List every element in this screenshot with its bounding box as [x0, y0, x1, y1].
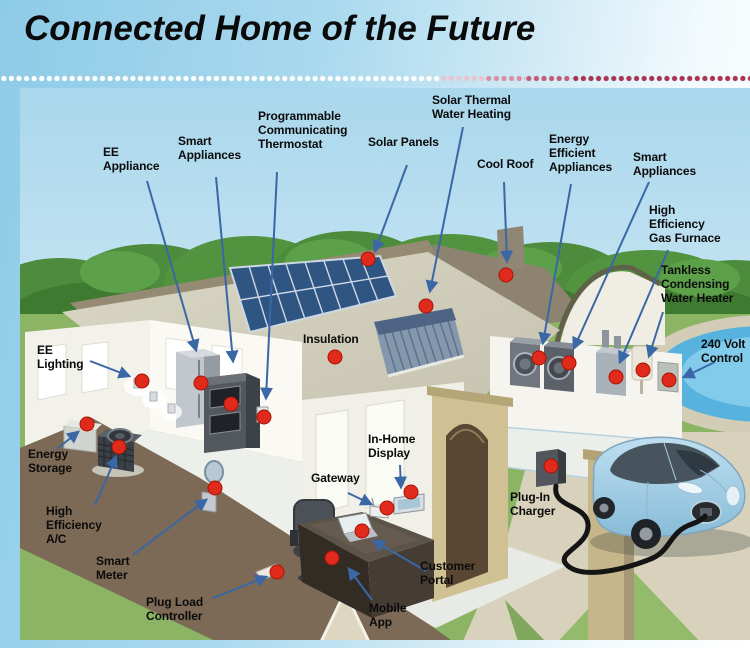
marker-dot-volt-control — [661, 372, 677, 388]
electric-car — [592, 436, 746, 549]
marker-dot-water-heater — [635, 362, 651, 378]
label-plug-load-controller: Plug Load Controller — [146, 595, 204, 623]
label-gateway: Gateway — [311, 471, 360, 485]
marker-dot-cool-roof — [498, 267, 514, 283]
label-in-home-display: In-Home Display — [368, 432, 416, 460]
bottom-strip — [20, 640, 750, 648]
divider-segment — [0, 75, 440, 82]
leader-ee-lighting — [89, 360, 132, 379]
marker-dot-fridge — [193, 375, 209, 391]
window — [315, 409, 349, 516]
marker-dot-plug-in-charger — [543, 458, 559, 474]
window — [37, 343, 67, 401]
label-mobile-app: Mobile App — [369, 601, 407, 629]
front-walkway — [320, 588, 370, 640]
leader-energy-storage — [56, 430, 81, 450]
leader-smart-appliances-left — [215, 176, 239, 364]
label-ee-lighting: EE Lighting — [37, 343, 84, 371]
label-ee-appliance: EE Appliance — [103, 145, 160, 173]
leader-plug-load — [212, 574, 269, 599]
label-solar-panels: Solar Panels — [368, 135, 439, 149]
label-smart-appliances-left: Smart Appliances — [178, 134, 242, 162]
marker-dot-ac — [111, 439, 127, 455]
marker-dot-ee-lighting — [134, 373, 150, 389]
label-energy-storage: Energy Storage — [28, 447, 72, 475]
headlight — [725, 485, 741, 507]
label-gas-furnace: High Efficiency Gas Furnace — [649, 203, 721, 245]
marker-dot-solar-thermal — [418, 298, 434, 314]
marker-dot-energy-storage — [79, 416, 95, 432]
marker-dots — [79, 251, 677, 580]
marker-dot-smart-meter — [207, 480, 223, 496]
marker-dot-insulation — [327, 349, 343, 365]
label-volt-control: 240 Volt Control — [701, 337, 746, 365]
label-cool-roof: Cool Roof — [477, 157, 534, 171]
leader-cool-roof — [500, 181, 514, 264]
lawn-corner — [505, 600, 545, 640]
portico — [427, 386, 513, 602]
label-customer-portal: Customer Portal — [420, 559, 476, 587]
divider-segment — [572, 75, 750, 82]
label-tankless: Tankless Condensing Water Heater — [661, 263, 734, 305]
leader-gateway — [347, 492, 374, 506]
marker-dot-thermostat — [256, 409, 272, 425]
leader-solar-thermal — [425, 126, 464, 294]
garage-eave — [553, 264, 662, 349]
leader-high-efficiency-ac — [94, 454, 118, 506]
leader-customer-portal — [371, 539, 427, 572]
window — [81, 341, 109, 394]
marker-dot-customer-portal — [354, 523, 370, 539]
leader-gas-furnace — [618, 249, 669, 365]
marker-dot-in-home-display — [403, 484, 419, 500]
leader-lines — [56, 126, 716, 601]
leader-energy-efficient-appliances — [538, 183, 572, 346]
marker-dot-gateway — [379, 500, 395, 516]
label-smart-appliances-right: Smart Appliances — [633, 150, 697, 178]
divider-segment — [525, 75, 572, 82]
washer — [510, 337, 546, 388]
leader-solar-panels — [372, 164, 408, 254]
leader-volt-control — [681, 361, 716, 379]
marker-dot-oven — [223, 396, 239, 412]
leader-tankless — [645, 311, 664, 359]
double-oven — [204, 373, 260, 453]
garage-gable — [560, 271, 665, 345]
label-solar-thermal: Solar Thermal Water Heating — [432, 93, 511, 121]
label-thermostat: Programmable Communicating Thermostat — [258, 109, 348, 151]
label-plug-in-charger: Plug-In Charger — [510, 490, 556, 518]
label-smart-meter: Smart Meter — [96, 554, 130, 582]
leader-in-home-display — [394, 464, 408, 490]
leader-ee-appliance — [146, 180, 200, 353]
headlight — [676, 481, 704, 495]
divider-segment — [440, 75, 485, 82]
charging-cable — [553, 483, 708, 575]
leader-smart-meter — [132, 498, 209, 556]
marker-dot-solar-panels — [360, 251, 376, 267]
marker-dot-mobile-app — [324, 550, 340, 566]
label-insulation: Insulation — [303, 332, 359, 346]
page-title: Connected Home of the Future — [24, 9, 536, 48]
divider-segment — [485, 75, 525, 82]
marker-dot-dryer — [561, 355, 577, 371]
leader-thermostat — [260, 171, 278, 401]
label-energy-efficient-appliances: Energy Efficient Appliances — [549, 132, 613, 174]
chimney — [497, 226, 525, 272]
marker-dot-furnace — [608, 369, 624, 385]
marker-dot-washer — [531, 350, 547, 366]
label-high-efficiency-ac: High Efficiency A/C — [46, 504, 102, 546]
leader-mobile-app — [347, 566, 373, 601]
solar-thermal-collector — [374, 308, 465, 378]
leader-smart-appliances-right — [572, 181, 650, 351]
marker-dot-plug-load — [269, 564, 285, 580]
